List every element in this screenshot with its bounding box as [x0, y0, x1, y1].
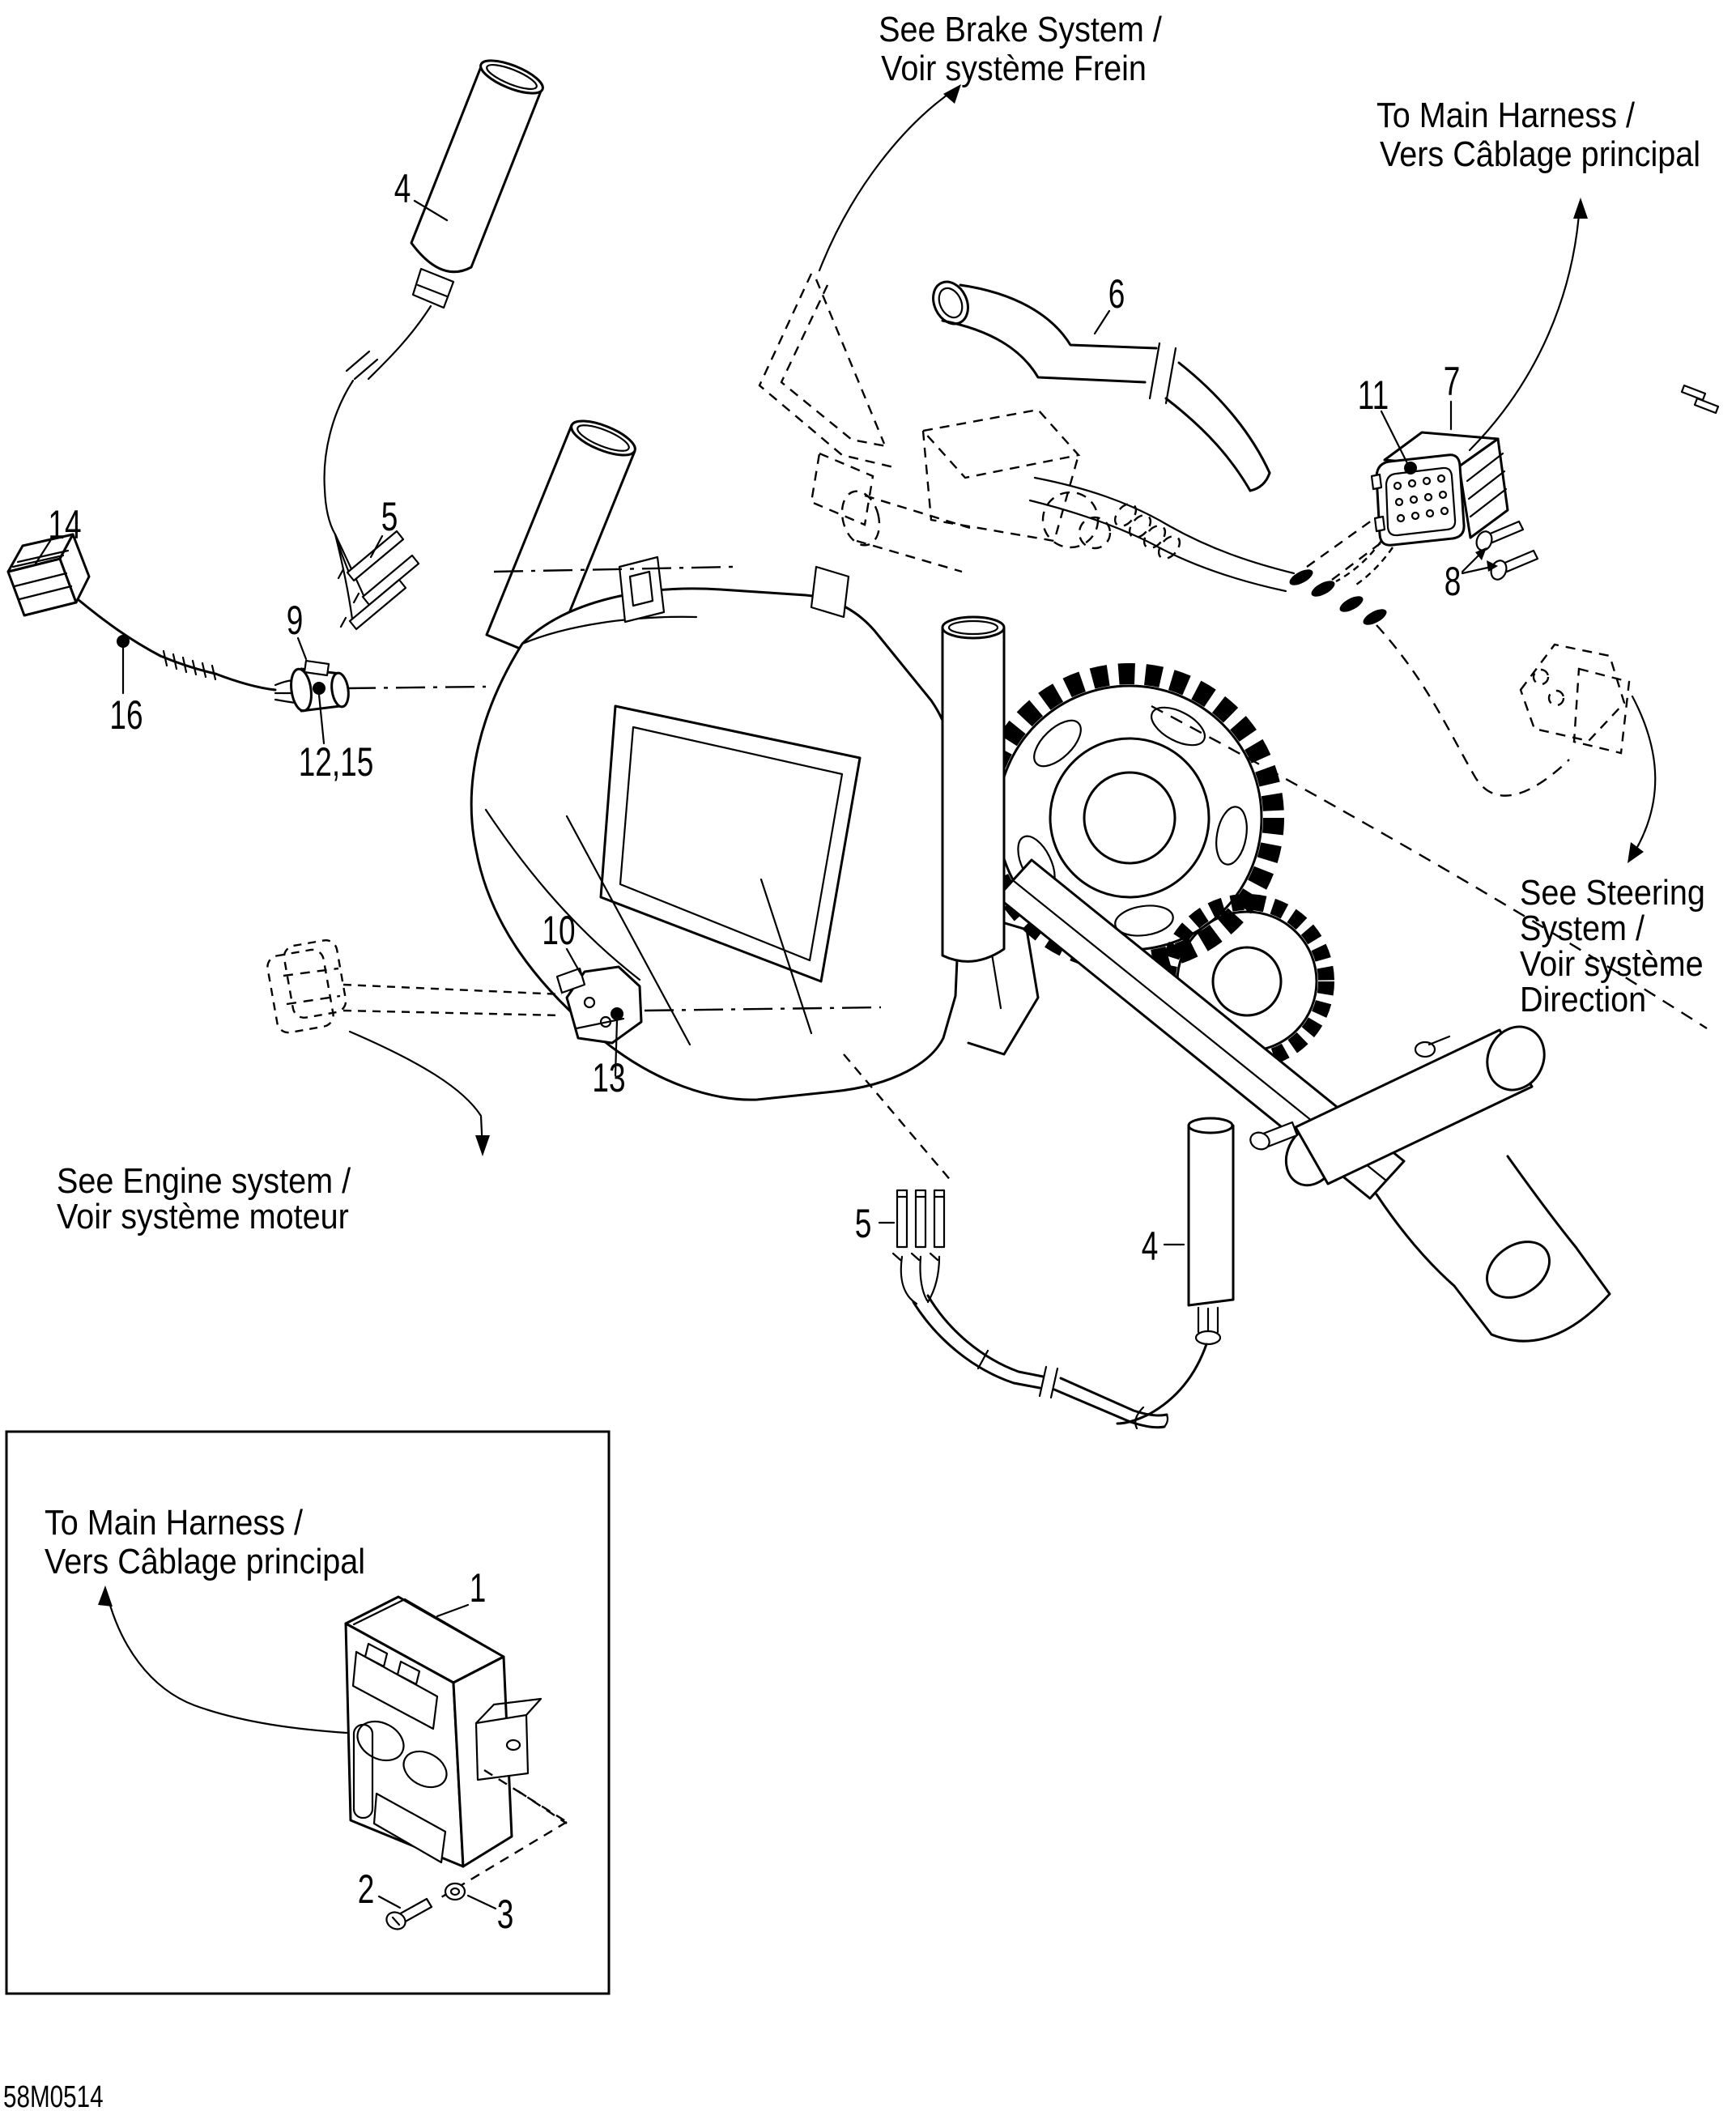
callout-10: 10 — [542, 909, 575, 954]
splice-crimp — [1339, 596, 1364, 612]
inset-harness-arrow — [105, 1592, 348, 1734]
steering-u-joint — [1249, 1025, 1611, 1343]
splice-crimp — [1289, 569, 1313, 585]
centerline — [644, 1006, 882, 1012]
harness-wires — [1028, 476, 1708, 1030]
callout-16: 16 — [109, 693, 143, 738]
cable-marker-16 — [117, 635, 130, 648]
connector-7 — [1335, 431, 1509, 587]
note-steering-line1: See Steering — [1520, 872, 1705, 912]
callout-5-top: 5 — [381, 495, 398, 540]
note-arrows — [348, 84, 1657, 1156]
connector-13 — [555, 965, 643, 1045]
mounting-bracket — [474, 1713, 530, 1781]
splice-crimp — [1363, 609, 1387, 625]
relay-module-1 — [344, 1595, 542, 1868]
callout-9: 9 — [287, 598, 304, 644]
heated-grip-top — [323, 59, 544, 627]
note-brake-line2: Voir système Frein — [881, 48, 1147, 87]
grip-terminals-bottom — [891, 1189, 946, 1305]
bottom-cable — [843, 1053, 1169, 1429]
connector-marker-12-15 — [313, 682, 326, 695]
phantom-brake-lever — [758, 273, 898, 526]
washer-3 — [444, 1882, 466, 1901]
phantom-steering-connector — [1519, 643, 1631, 755]
engine-note-arrow — [348, 1030, 484, 1151]
note-main-harness-inset-line2: Vers Câblage principal — [45, 1541, 365, 1581]
centerline — [346, 685, 487, 690]
callout-12-15: 12,15 — [299, 740, 374, 785]
wire-break — [1038, 1365, 1048, 1398]
main-harness-note-arrow — [1468, 202, 1581, 452]
screw-2 — [385, 1897, 433, 1930]
note-steering-line4: Direction — [1520, 979, 1646, 1019]
callout-11: 11 — [1358, 373, 1389, 419]
connector-marker-11 — [1404, 462, 1417, 475]
callout-leaders — [34, 199, 1498, 1246]
gauge-screen — [599, 704, 862, 983]
phantom-switch-connector — [266, 938, 563, 1034]
note-steering-line3: Voir système — [1520, 943, 1704, 983]
part-code: 58M0514 — [3, 2080, 104, 2111]
heated-grip-bottom — [1116, 1117, 1235, 1430]
callout-numbers: 4 5 14 16 9 12,15 6 11 7 8 10 13 5 4 1 2… — [48, 167, 1461, 1938]
phantom-master-cylinder — [840, 408, 1181, 573]
callout-8: 8 — [1445, 560, 1462, 605]
note-main-harness-top-line1: To Main Harness / — [1376, 95, 1635, 134]
brake-note-arrow — [818, 87, 957, 272]
note-engine-line2: Voir système moteur — [57, 1196, 349, 1236]
connector-9 — [274, 659, 350, 713]
note-steering-line2: System / — [1520, 908, 1645, 947]
mounting-screws-8 — [1475, 384, 1720, 581]
callout-14: 14 — [48, 503, 81, 548]
callout-4-bottom: 4 — [1142, 1224, 1159, 1270]
callout-13: 13 — [592, 1056, 625, 1101]
note-engine-line1: See Engine system / — [57, 1160, 351, 1200]
note-brake-line1: See Brake System / — [879, 9, 1162, 49]
callout-4-top: 4 — [394, 167, 411, 212]
steering-note-arrow — [1629, 695, 1657, 860]
callout-7: 7 — [1444, 360, 1461, 405]
handlebar-grip-center — [941, 615, 1006, 963]
switch-cable — [76, 598, 277, 692]
callout-2: 2 — [358, 1867, 375, 1913]
inset-box — [5, 1430, 611, 1995]
callout-5-bottom: 5 — [855, 1202, 872, 1247]
callout-3: 3 — [497, 1892, 514, 1938]
grip-terminals-top — [337, 530, 420, 631]
splice-crimp — [1311, 581, 1335, 597]
connector-14 — [6, 533, 91, 617]
wire-break — [353, 358, 379, 381]
handlebar-right-tube — [932, 280, 1271, 492]
callout-1: 1 — [470, 1566, 487, 1611]
note-main-harness-top-line2: Vers Câblage principal — [1380, 134, 1700, 173]
callout-6: 6 — [1108, 272, 1125, 317]
notes-text: See Brake System / Voir système Frein To… — [3, 9, 1705, 2111]
centerline — [493, 565, 734, 573]
note-main-harness-inset-line1: To Main Harness / — [45, 1502, 303, 1542]
